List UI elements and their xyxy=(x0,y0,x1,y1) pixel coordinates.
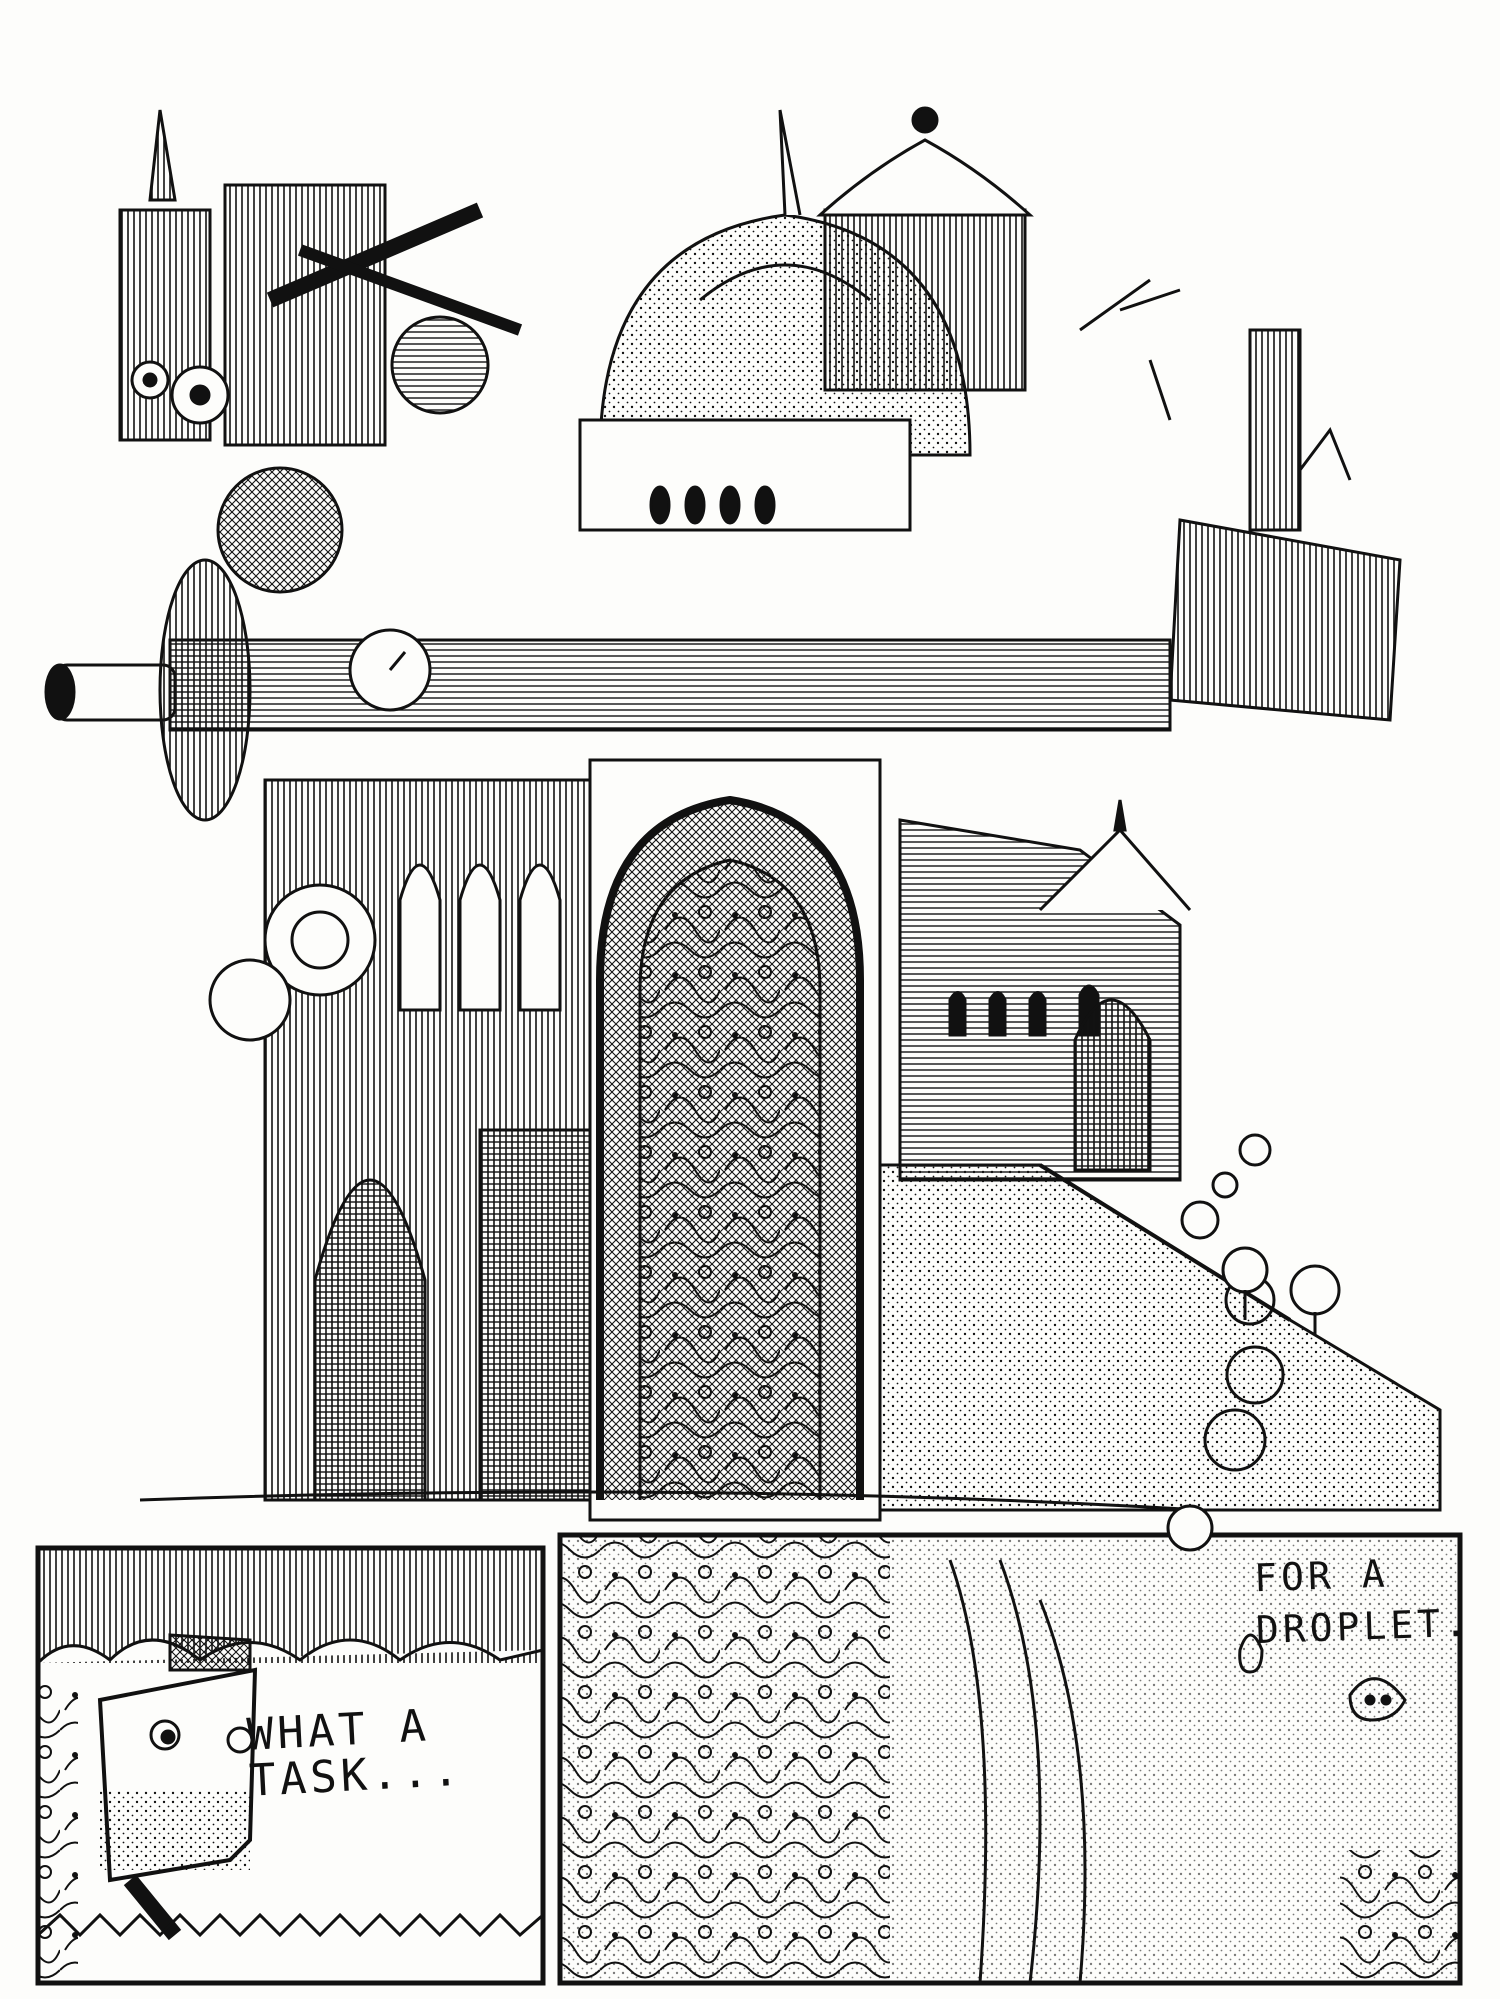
caption-for-a-droplet: FOR A DROPLET. xyxy=(1253,1544,1496,1656)
caption-line-2: DROPLET. xyxy=(1255,1600,1472,1653)
caption-line-1: FOR A xyxy=(1253,1551,1390,1601)
caption-what-a-task: WHAT A TASK... xyxy=(245,1700,464,1807)
